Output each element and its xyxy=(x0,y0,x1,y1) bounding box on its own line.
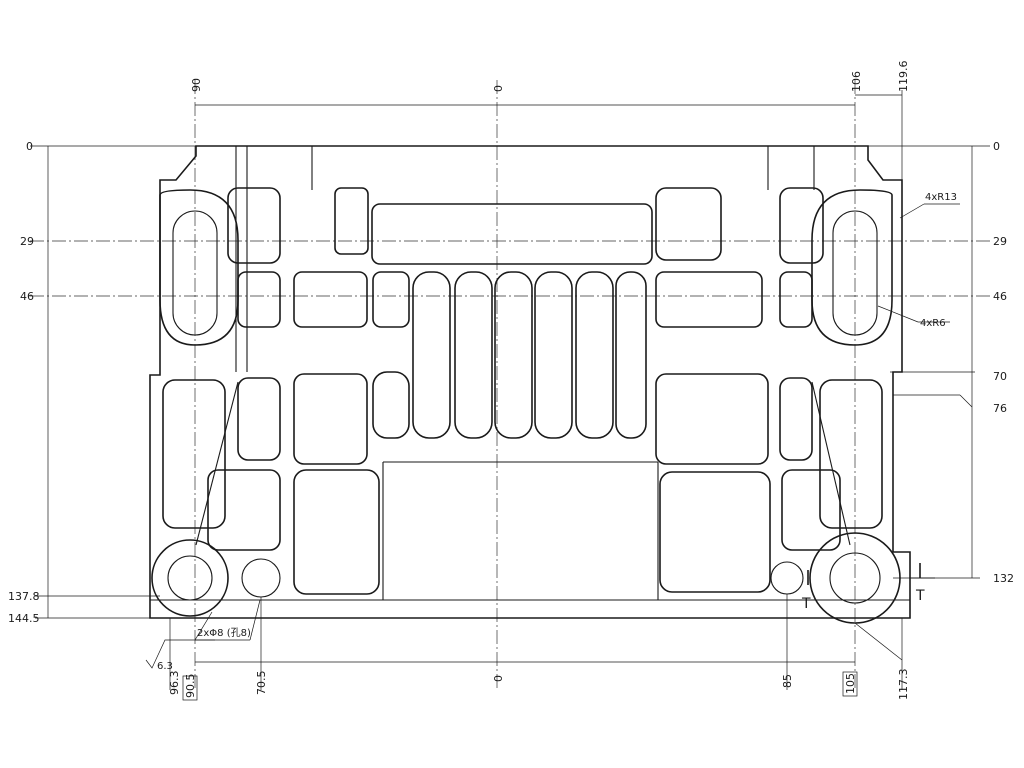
top-dimension-labels: 90 0 106 119.6 xyxy=(190,61,910,93)
dim-bottom-105: 105 xyxy=(844,673,857,694)
dim-right-132: 132 xyxy=(993,572,1014,585)
dim-right-46: 46 xyxy=(993,290,1007,303)
note-radius-large: 4xR13 xyxy=(925,192,957,203)
dim-bottom-90: 90.5 xyxy=(184,674,197,699)
dimension-lines xyxy=(35,90,980,690)
bottom-dimension-labels: 96.3 90.5 70.5 0 85 105 117.3 xyxy=(168,669,910,701)
dim-top-left: 90 xyxy=(190,78,203,92)
dim-bottom-96: 96.3 xyxy=(168,671,181,696)
dim-right-0: 0 xyxy=(993,140,1000,153)
dim-left-29: 29 xyxy=(20,235,34,248)
dim-left-46: 46 xyxy=(20,290,34,303)
grid-panels xyxy=(162,187,883,595)
dim-left-137: 137.8 xyxy=(8,590,40,603)
annotation-notes: 4xR13 4xR6 2xΦ8 (孔8) 6.3 T T xyxy=(157,192,957,672)
dim-bottom-70: 70.5 xyxy=(255,671,268,696)
dim-left-0: 0 xyxy=(26,140,33,153)
part-outline xyxy=(149,145,911,619)
left-dimension-labels: 0 29 46 137.8 144.5 xyxy=(8,140,40,625)
dim-top-right: 106 xyxy=(850,71,863,92)
section-mark-right: T xyxy=(915,588,925,604)
dim-bottom-85: 85 xyxy=(781,674,794,688)
dim-right-76: 76 xyxy=(993,402,1007,415)
right-boss xyxy=(770,532,901,624)
centerlines xyxy=(30,80,990,690)
dim-top-far-right: 119.6 xyxy=(897,61,910,93)
note-holes: 2xΦ8 (孔8) xyxy=(197,627,251,639)
left-lug xyxy=(159,189,239,346)
right-lug xyxy=(811,189,893,346)
dim-right-29: 29 xyxy=(993,235,1007,248)
section-mark-left: T xyxy=(801,596,811,612)
note-radius-small: 4xR6 xyxy=(920,318,946,329)
section-markers xyxy=(807,563,935,585)
right-dimension-labels: 0 29 46 70 76 132 xyxy=(993,140,1014,585)
note-roughness: 6.3 xyxy=(157,661,173,672)
dim-bottom-117: 117.3 xyxy=(897,669,910,701)
dim-left-144: 144.5 xyxy=(8,612,40,625)
dim-top-center: 0 xyxy=(492,85,505,92)
dim-bottom-center: 0 xyxy=(492,675,505,682)
dim-right-70: 70 xyxy=(993,370,1007,383)
